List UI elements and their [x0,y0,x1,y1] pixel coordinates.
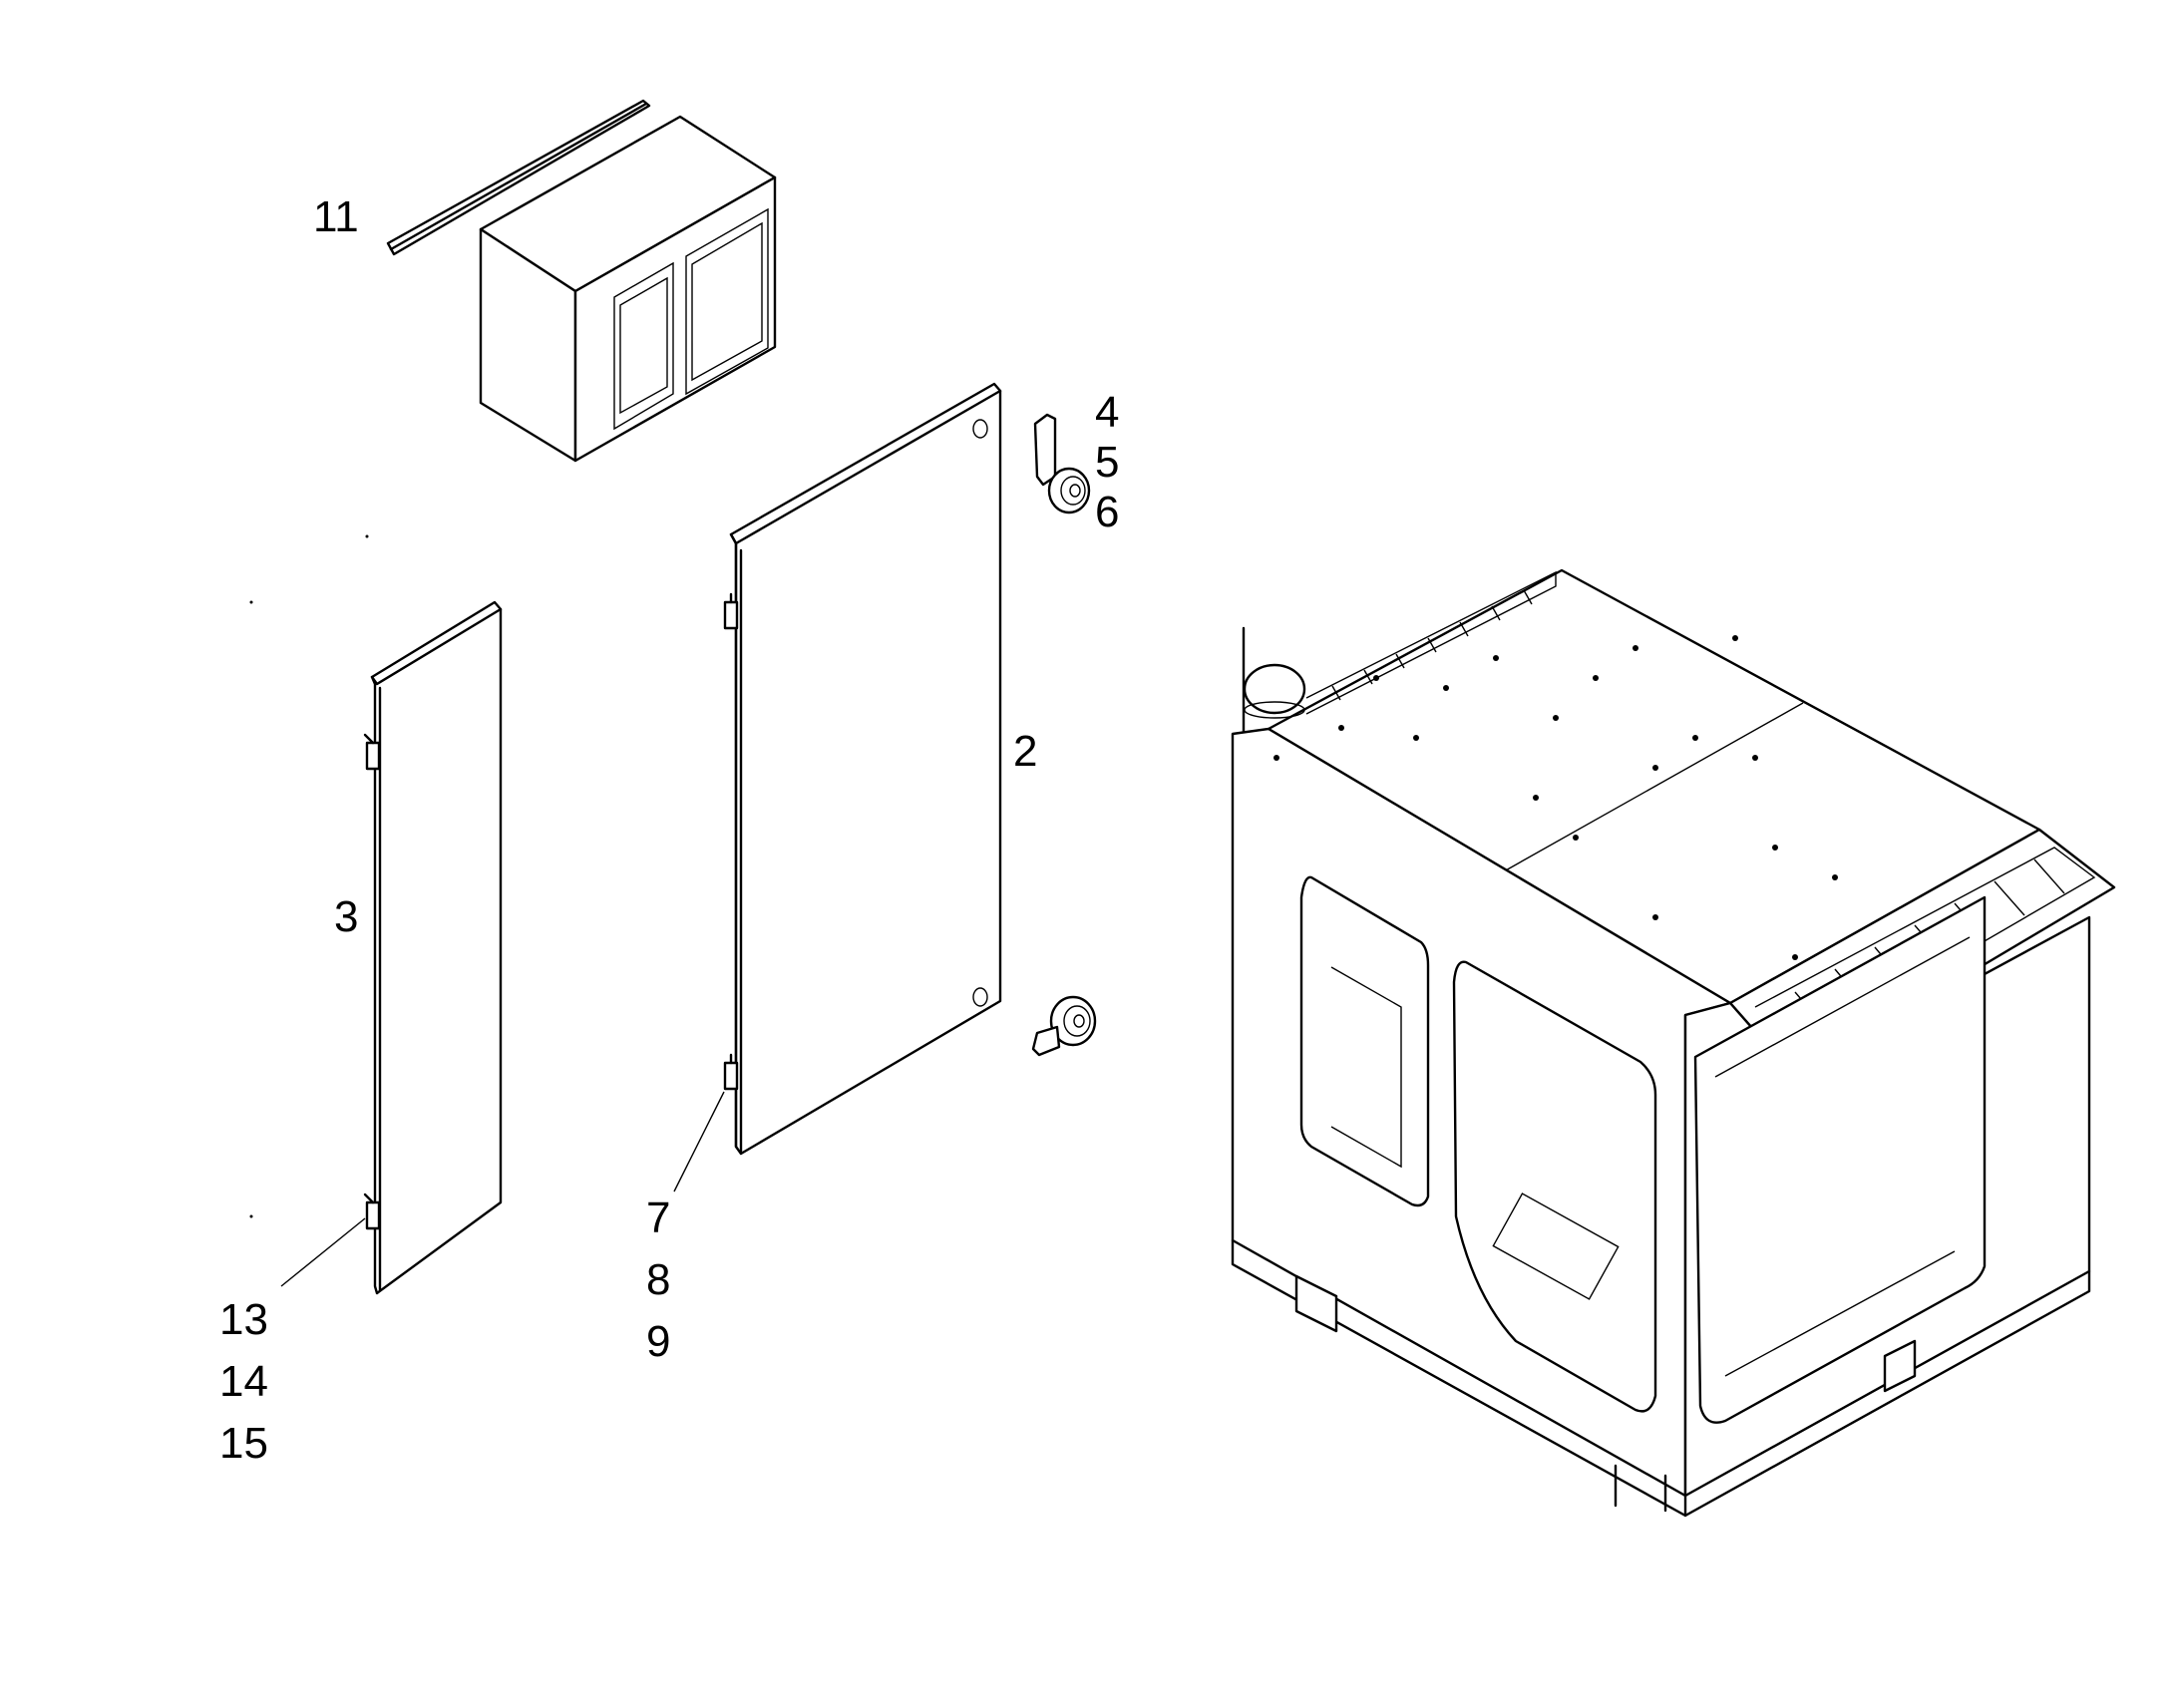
cab-assembly [1231,568,2116,1518]
callout-13: 13 [219,1295,268,1344]
part-2-door-panel [723,382,1002,1156]
callout-5: 5 [1095,438,1119,487]
callout-9: 9 [646,1317,670,1366]
callout-6: 6 [1095,488,1119,536]
callout-labels: 11 4 5 6 2 3 7 8 9 13 14 15 [219,192,1119,1468]
callout-7: 7 [646,1194,670,1242]
callout-15: 15 [219,1419,268,1468]
lock-assembly-upper [1033,413,1091,514]
scan-specks [249,534,369,1218]
callout-3: 3 [334,892,358,941]
callout-14: 14 [219,1357,268,1406]
part-3-side-panel [363,600,503,1295]
door-opening [1452,960,1657,1413]
leader-lines [280,1091,725,1287]
upper-box-unit [479,115,777,463]
lock-assembly-lower [1031,995,1097,1057]
windshield-opening [1693,895,1987,1424]
cab-feet [1294,1274,1917,1513]
side-window [1299,875,1430,1207]
callout-4: 4 [1095,388,1119,437]
door-hinge-upper [723,592,739,630]
callout-8: 8 [646,1255,670,1304]
panel-hinge-lower [363,1193,381,1230]
panel-hinge-upper [363,733,381,771]
door-hinge-lower [723,1053,739,1091]
callout-2: 2 [1013,727,1037,776]
roof-fasteners [1273,635,1838,960]
roof-grille-rear [1305,570,1557,715]
part-11-seal-strip [386,99,651,256]
callout-11: 11 [313,192,359,241]
